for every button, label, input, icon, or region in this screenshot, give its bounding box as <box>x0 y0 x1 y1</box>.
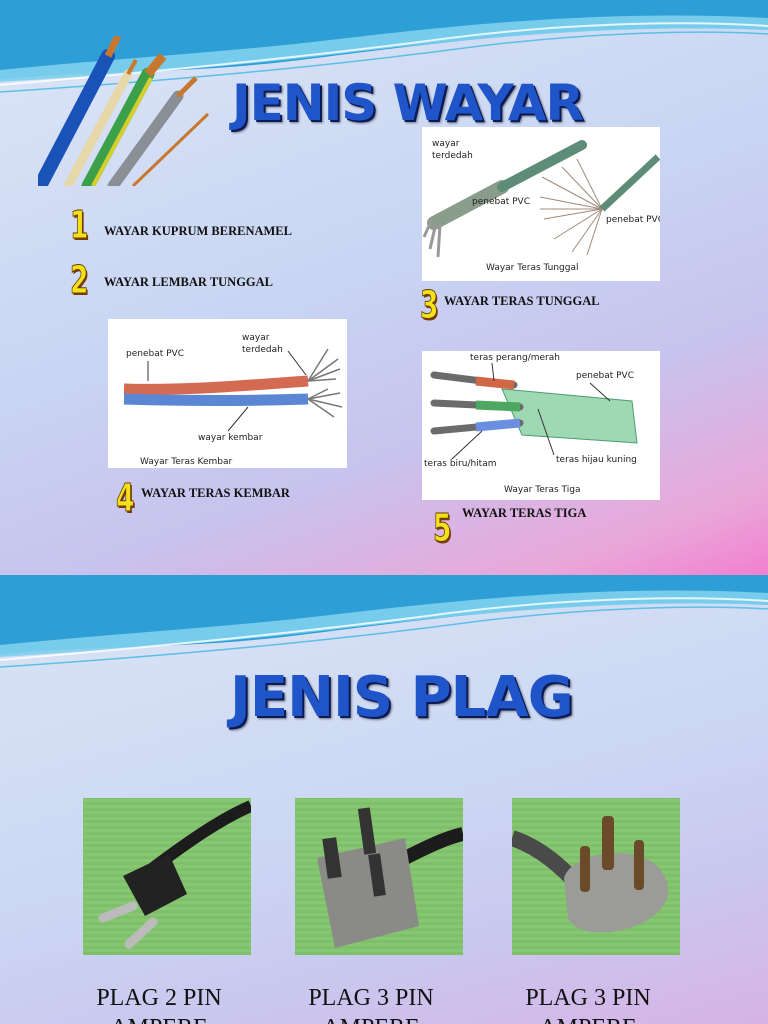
two-pin-plug-image <box>83 798 251 955</box>
plug-label: PLAG 3 PIN AMPERE <box>271 983 471 1024</box>
slide-title: JENIS WAYAR <box>232 74 584 132</box>
annotation: terdedah <box>242 345 283 355</box>
item-number: 5 <box>433 506 452 551</box>
item-number: 1 <box>70 203 89 248</box>
item-label: WAYAR KUPRUM BERENAMEL <box>104 224 292 238</box>
image-caption: Wayar Teras Tiga <box>504 485 581 495</box>
image-caption: Wayar Teras Tunggal <box>486 263 579 273</box>
copper-wires-image <box>38 36 210 186</box>
annotation: wayar <box>242 333 270 343</box>
slide-title: JENIS PLAG <box>230 665 574 730</box>
image-caption: Wayar Teras Kembar <box>140 457 233 467</box>
plug-label: PLAG 3 PIN AMPERE <box>488 983 688 1024</box>
annotation: penebat PVC <box>126 349 184 359</box>
plug-label-line1: PLAG 3 PIN <box>308 985 434 1011</box>
item-number: 2 <box>70 258 89 303</box>
item-label: WAYAR LEMBAR TUNGGAL <box>104 275 274 289</box>
item-number: 3 <box>420 283 439 328</box>
plug-label: PLAG 2 PIN AMPERE <box>59 983 259 1024</box>
single-core-wire-image: wayar terdedah penebat PVC penebat PVC W… <box>422 127 660 281</box>
plug-label-line1: PLAG 2 PIN <box>96 985 222 1011</box>
slide-jenis-wayar: JENIS WAYAR 1 WAYAR KUPRUM BERENAMEL 2 W… <box>0 0 768 575</box>
plug-label-line2: AMPERE <box>271 1013 471 1024</box>
three-pin-flat-plug-image <box>295 798 463 955</box>
twin-core-wire-image: penebat PVC wayar terdedah wayar kembar … <box>108 319 347 468</box>
item-number: 4 <box>116 476 135 521</box>
annotation: penebat PVC <box>606 215 660 225</box>
plug-label-line2: AMPERE <box>488 1013 688 1024</box>
three-core-wire-image: teras perang/merah penebat PVC teras hij… <box>422 351 660 500</box>
plug-label-line2: AMPERE <box>59 1013 259 1024</box>
item-label: WAYAR TERAS KEMBAR <box>141 486 290 500</box>
item-label: WAYAR TERAS TUNGGAL <box>444 294 600 308</box>
annotation: penebat PVC <box>576 371 634 381</box>
annotation: terdedah <box>432 151 473 161</box>
wave-header-decoration <box>0 575 768 668</box>
slide-jenis-plag: JENIS PLAG PLAG 2 PIN AMPERE <box>0 575 768 1024</box>
item-label: WAYAR TERAS TIGA <box>462 506 587 520</box>
annotation: teras perang/merah <box>470 353 560 363</box>
plug-label-line1: PLAG 3 PIN <box>525 985 651 1011</box>
annotation: penebat PVC <box>472 197 530 207</box>
annotation: wayar kembar <box>198 433 263 443</box>
annotation: wayar <box>432 139 460 149</box>
three-pin-round-plug-image <box>512 798 680 955</box>
annotation: teras biru/hitam <box>424 459 497 469</box>
annotation: teras hijau kuning <box>556 455 637 465</box>
